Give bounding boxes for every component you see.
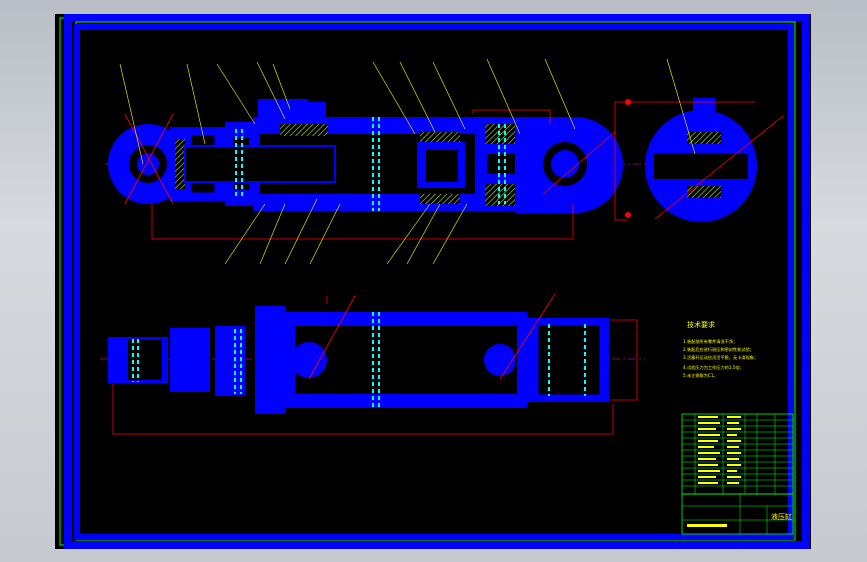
inner-border-line — [75, 21, 796, 541]
drawing-frame — [64, 14, 810, 549]
requirement-line: 2.装配后应进行耐压和密封性能试验； — [683, 346, 754, 353]
requirement-line: 1.装配前所有零件清洗干净； — [683, 338, 737, 345]
requirement-line: 5.未注倒角为C1。 — [683, 372, 718, 379]
requirement-line: 4.试验压力为工作压力的1.5倍； — [683, 364, 744, 371]
tech-requirements-title: 技术要求 — [687, 320, 715, 329]
parts-list-table — [681, 413, 794, 495]
outer-border-line — [59, 17, 807, 546]
title-block: 液压缸 — [681, 493, 794, 535]
tech-requirements: 技术要求 1.装配前所有零件清洗干净； 2.装配后应进行耐压和密封性能试验； 3… — [683, 320, 758, 379]
cylinder-section-view — [105, 58, 655, 265]
cylinder-end-view — [614, 58, 784, 222]
requirement-line: 3.活塞杆运动应灵活平稳，无卡滞现象； — [683, 354, 758, 361]
drawing-sheet: 技术要求 1.装配前所有零件清洗干净； 2.装配后应进行耐压和密封性能试验； 3… — [55, 14, 811, 549]
inner-frame — [74, 24, 794, 540]
cylinder-exterior-view — [100, 293, 645, 435]
drawing-title: 液压缸 — [771, 512, 792, 521]
